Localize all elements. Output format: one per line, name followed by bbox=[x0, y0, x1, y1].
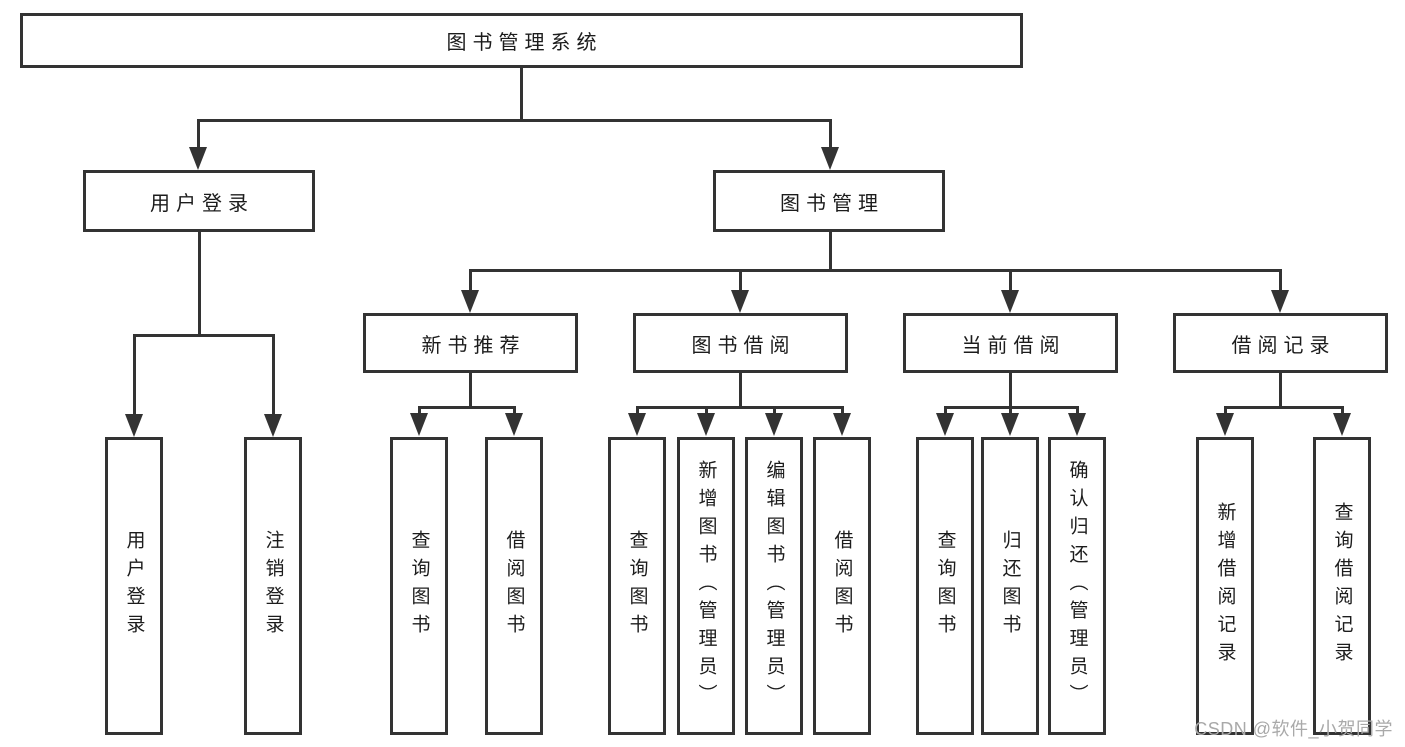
connector-line bbox=[841, 406, 844, 416]
leaf-logout-label: 注销登录 bbox=[262, 530, 284, 642]
leaf-add-borrow-record: 新增借阅记录 bbox=[1196, 437, 1254, 735]
connector-line bbox=[520, 68, 523, 121]
leaf-borrow-books-label: 借阅图书 bbox=[831, 530, 853, 642]
node-library-system-label: 图书管理系统 bbox=[446, 32, 603, 54]
leaf-logout: 注销登录 bbox=[244, 437, 302, 735]
connector-line bbox=[272, 334, 275, 418]
connector-line bbox=[829, 232, 832, 271]
arrowhead-down bbox=[505, 413, 523, 436]
node-user-login: 用户登录 bbox=[83, 170, 315, 232]
connector-line bbox=[469, 269, 472, 293]
connector-line bbox=[1279, 269, 1282, 293]
connector-line bbox=[1341, 406, 1344, 416]
leaf-return-books-label: 归还图书 bbox=[999, 530, 1021, 642]
leaf-borrow-books-recommend: 借阅图书 bbox=[485, 437, 543, 735]
leaf-return-books: 归还图书 bbox=[981, 437, 1039, 735]
arrowhead-down bbox=[1001, 290, 1019, 313]
arrowhead-down bbox=[697, 413, 715, 436]
leaf-query-books-recommend-label: 查询图书 bbox=[408, 530, 430, 642]
connector-line bbox=[1279, 373, 1282, 409]
leaf-add-books-admin-label: 新增图书（管理员） bbox=[695, 460, 717, 712]
arrowhead-down bbox=[731, 290, 749, 313]
connector-line bbox=[513, 406, 516, 416]
connector-line bbox=[133, 334, 136, 418]
node-new-book-recommend: 新书推荐 bbox=[363, 313, 578, 373]
node-current-borrow: 当前借阅 bbox=[903, 313, 1118, 373]
leaf-confirm-return-admin-label: 确认归还（管理员） bbox=[1066, 460, 1088, 712]
arrowhead-down bbox=[264, 414, 282, 437]
leaf-query-books-borrow: 查询图书 bbox=[608, 437, 666, 735]
connector-line bbox=[705, 406, 708, 416]
leaf-edit-books-admin-label: 编辑图书（管理员） bbox=[763, 460, 785, 712]
leaf-query-books-borrow-label: 查询图书 bbox=[626, 530, 648, 642]
connector-line bbox=[773, 406, 776, 416]
connector-line bbox=[636, 406, 639, 416]
watermark-text: CSDN @软件_小贺同学 bbox=[1194, 719, 1393, 739]
connector-line bbox=[469, 373, 472, 409]
connector-line bbox=[197, 119, 200, 149]
arrowhead-down bbox=[1271, 290, 1289, 313]
leaf-query-books-recommend: 查询图书 bbox=[390, 437, 448, 735]
leaf-query-borrow-record: 查询借阅记录 bbox=[1313, 437, 1371, 735]
arrowhead-down bbox=[765, 413, 783, 436]
node-library-system: 图书管理系统 bbox=[20, 13, 1023, 68]
leaf-query-books-current-label: 查询图书 bbox=[934, 530, 956, 642]
connector-line bbox=[1009, 406, 1012, 416]
connector-line bbox=[1224, 406, 1344, 409]
arrowhead-down bbox=[833, 413, 851, 436]
node-book-borrow-label: 图书借阅 bbox=[691, 334, 796, 357]
leaf-confirm-return-admin: 确认归还（管理员） bbox=[1048, 437, 1106, 735]
leaf-user-login: 用户登录 bbox=[105, 437, 163, 735]
connector-line bbox=[198, 232, 201, 336]
leaf-user-login-label: 用户登录 bbox=[123, 530, 145, 642]
connector-line bbox=[469, 269, 1282, 272]
arrowhead-down bbox=[821, 147, 839, 170]
connector-line bbox=[1076, 406, 1079, 416]
connector-line bbox=[829, 119, 832, 149]
leaf-edit-books-admin: 编辑图书（管理员） bbox=[745, 437, 803, 735]
node-book-borrow: 图书借阅 bbox=[633, 313, 848, 373]
arrowhead-down bbox=[1216, 413, 1234, 436]
connector-line bbox=[944, 406, 947, 416]
connector-line bbox=[636, 406, 844, 409]
arrowhead-down bbox=[1068, 413, 1086, 436]
node-book-management: 图书管理 bbox=[713, 170, 945, 232]
leaf-add-books-admin: 新增图书（管理员） bbox=[677, 437, 735, 735]
arrowhead-down bbox=[189, 147, 207, 170]
leaf-query-books-current: 查询图书 bbox=[916, 437, 974, 735]
leaf-add-borrow-record-label: 新增借阅记录 bbox=[1214, 502, 1236, 670]
connector-line bbox=[739, 269, 742, 293]
arrowhead-down bbox=[1333, 413, 1351, 436]
arrowhead-down bbox=[125, 414, 143, 437]
leaf-borrow-books-recommend-label: 借阅图书 bbox=[503, 530, 525, 642]
arrowhead-down bbox=[461, 290, 479, 313]
connector-line bbox=[1224, 406, 1227, 416]
node-user-login-label: 用户登录 bbox=[150, 192, 254, 215]
arrowhead-down bbox=[1001, 413, 1019, 436]
node-book-management-label: 图书管理 bbox=[780, 192, 884, 215]
connector-line bbox=[197, 119, 832, 122]
connector-line bbox=[418, 406, 421, 416]
connector-line bbox=[418, 406, 516, 409]
node-borrow-record-label: 借阅记录 bbox=[1231, 334, 1336, 357]
arrowhead-down bbox=[628, 413, 646, 436]
arrowhead-down bbox=[936, 413, 954, 436]
leaf-borrow-books: 借阅图书 bbox=[813, 437, 871, 735]
connector-line bbox=[133, 334, 275, 337]
connector-line bbox=[739, 373, 742, 409]
node-current-borrow-label: 当前借阅 bbox=[961, 334, 1066, 357]
node-new-book-recommend-label: 新书推荐 bbox=[421, 334, 526, 357]
node-borrow-record: 借阅记录 bbox=[1173, 313, 1388, 373]
connector-line bbox=[1009, 373, 1012, 409]
leaf-query-borrow-record-label: 查询借阅记录 bbox=[1331, 502, 1353, 670]
arrowhead-down bbox=[410, 413, 428, 436]
connector-line bbox=[1009, 269, 1012, 293]
